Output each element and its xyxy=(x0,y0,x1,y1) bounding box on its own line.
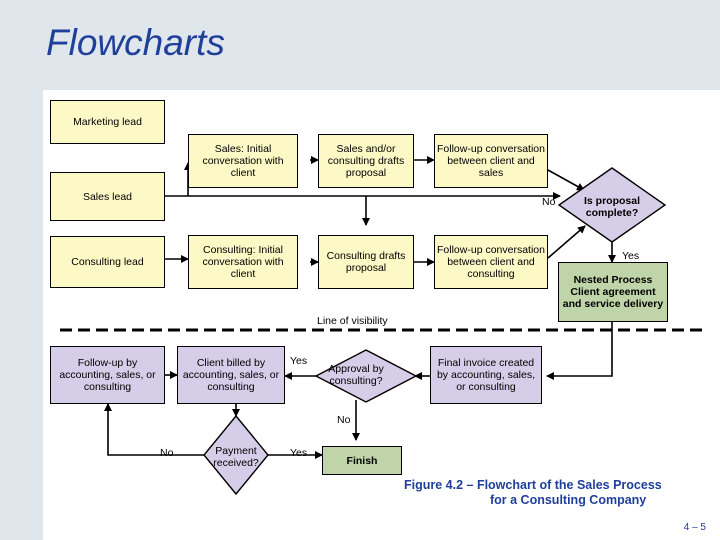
label-proposal-yes: Yes xyxy=(622,250,640,262)
decision-proposal-complete-label: Is proposal complete? xyxy=(583,195,640,219)
node-client-billed: Client billed by accounting, sales, or c… xyxy=(177,346,285,404)
node-finish: Finish xyxy=(322,446,402,475)
decision-approval-label: Approval by consulting? xyxy=(328,363,384,387)
decision-proposal-complete xyxy=(557,167,667,243)
page-number: 4 – 5 xyxy=(683,522,706,533)
decision-payment-label: Payment received? xyxy=(213,445,259,469)
decision-payment xyxy=(203,414,269,496)
decision-approval xyxy=(314,349,418,403)
label-payment-no: No xyxy=(160,447,174,459)
edge-followup-sales-to-diamond xyxy=(547,169,585,191)
label-approval-yes: Yes xyxy=(290,355,308,367)
label-payment-yes: Yes xyxy=(290,447,308,459)
node-marketing-lead: Marketing lead xyxy=(50,100,165,144)
node-sales-initial: Sales: Initial conversation with client xyxy=(188,134,298,188)
node-consulting-lead: Consulting lead xyxy=(50,236,165,288)
visibility-line-label: Line of visibility xyxy=(317,315,388,327)
slide-title: Flowcharts xyxy=(46,22,225,63)
edge-payment-no xyxy=(104,403,208,456)
node-followup-accounting: Follow-up by accounting, sales, or consu… xyxy=(50,346,165,404)
node-nested-process: Nested Process Client agreement and serv… xyxy=(558,262,668,322)
node-sales-drafts: Sales and/or consulting drafts proposal xyxy=(318,134,414,188)
node-followup-sales: Follow-up conversation between client an… xyxy=(434,134,548,188)
node-sales-lead: Sales lead xyxy=(50,172,165,221)
caption-line-2: for a Consulting Company xyxy=(490,493,647,507)
node-consulting-initial: Consulting: Initial conversation with cl… xyxy=(188,235,298,289)
node-followup-consulting: Follow-up conversation between client an… xyxy=(434,235,548,289)
edge-followup-consulting-to-diamond xyxy=(547,225,586,259)
node-final-invoice: Final invoice created by accounting, sal… xyxy=(430,346,542,404)
edge-nested-to-final-invoice xyxy=(546,322,613,380)
node-consulting-drafts: Consulting drafts proposal xyxy=(318,235,414,289)
label-proposal-no: No xyxy=(542,196,556,208)
label-approval-no: No xyxy=(337,414,351,426)
figure-caption: Figure 4.2 – Flowchart of the Sales Proc… xyxy=(404,478,704,508)
caption-line-1: Figure 4.2 – Flowchart of the Sales Proc… xyxy=(404,478,662,492)
